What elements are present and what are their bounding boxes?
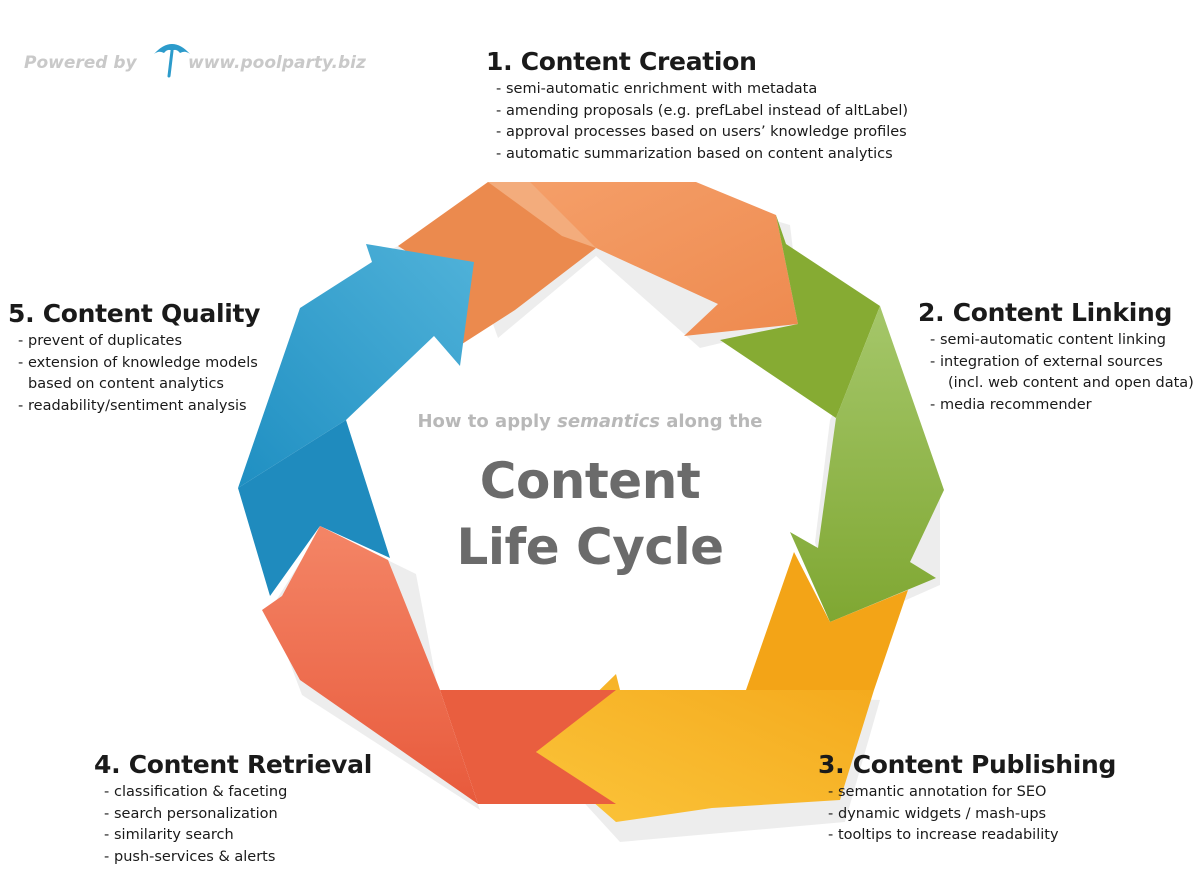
- list-item: -extension of knowledge models: [18, 354, 258, 371]
- stage-content-linking: 2. Content Linking -semi-automatic conte…: [918, 298, 1194, 416]
- list-item: -search personalization: [104, 805, 278, 822]
- list-item: -push-services & alerts: [104, 848, 276, 865]
- list-item: -media recommender: [930, 396, 1092, 413]
- stage-title: 1. Content Creation: [486, 47, 757, 76]
- stage-title: 5. Content Quality: [8, 299, 261, 328]
- center-title-line1: Content: [479, 452, 701, 510]
- stage-list: -semi-automatic content linking -integra…: [930, 330, 1194, 416]
- yellow-band: [746, 552, 908, 690]
- arrow-content-quality: [238, 244, 474, 596]
- stage-content-creation: 1. Content Creation -semi-automatic enri…: [486, 47, 908, 165]
- list-item: -semi-automatic enrichment with metadata: [496, 81, 818, 97]
- stage-list: -classification & faceting -search perso…: [104, 782, 372, 868]
- umbrella-icon: [154, 44, 190, 78]
- stage-list: -semantic annotation for SEO -dynamic wi…: [828, 782, 1116, 847]
- center-subtitle: How to apply semantics along the: [417, 411, 763, 432]
- list-item: -dynamic widgets / mash-ups: [828, 805, 1047, 822]
- list-item-continuation: (incl. web content and open data): [948, 375, 1194, 391]
- list-item: -readability/sentiment analysis: [18, 397, 247, 414]
- stage-content-quality: 5. Content Quality -prevent of duplicate…: [8, 299, 260, 417]
- stage-content-publishing: 3. Content Publishing -semantic annotati…: [818, 750, 1116, 847]
- powered-by-label: Powered by: [24, 53, 137, 73]
- list-item: -semi-automatic content linking: [930, 332, 1166, 348]
- list-item: -automatic summarization based on conten…: [496, 145, 893, 162]
- stage-list: -prevent of duplicates -extension of kno…: [18, 331, 260, 417]
- list-item: -approval processes based on users’ know…: [496, 124, 907, 140]
- stage-title: 3. Content Publishing: [818, 750, 1117, 779]
- list-item: -similarity search: [104, 827, 234, 843]
- stage-list: -semi-automatic enrichment with metadata…: [496, 79, 908, 165]
- red-arrow: [262, 526, 478, 804]
- stage-title: 4. Content Retrieval: [94, 750, 373, 779]
- arrow-content-publishing: [536, 552, 908, 822]
- website-link[interactable]: www.poolparty.biz: [188, 53, 366, 73]
- orange-arrow-fold: [488, 182, 596, 248]
- green-band: [720, 215, 880, 418]
- green-arrow: [790, 306, 944, 622]
- list-item: -prevent of duplicates: [18, 333, 183, 349]
- blue-arrow: [238, 244, 474, 488]
- list-item: -classification & faceting: [104, 784, 288, 800]
- list-item: -amending proposals (e.g. prefLabel inst…: [496, 102, 909, 119]
- arrow-content-creation: [398, 182, 798, 344]
- red-band: [440, 690, 616, 804]
- arrow-content-retrieval: [262, 526, 616, 804]
- list-item: -tooltips to increase readability: [828, 827, 1059, 843]
- yellow-arrow: [536, 674, 874, 822]
- list-item-continuation: based on content analytics: [28, 376, 224, 392]
- center-title-line2: Life Cycle: [456, 518, 724, 576]
- stage-content-retrieval: 4. Content Retrieval -classification & f…: [94, 750, 372, 868]
- list-item: -semantic annotation for SEO: [828, 784, 1047, 800]
- arrow-content-linking: [720, 215, 944, 622]
- center-title: Content Life Cycle: [340, 448, 840, 580]
- blue-band: [238, 420, 390, 596]
- list-item: -integration of external sources: [930, 353, 1163, 370]
- stage-title: 2. Content Linking: [918, 298, 1173, 327]
